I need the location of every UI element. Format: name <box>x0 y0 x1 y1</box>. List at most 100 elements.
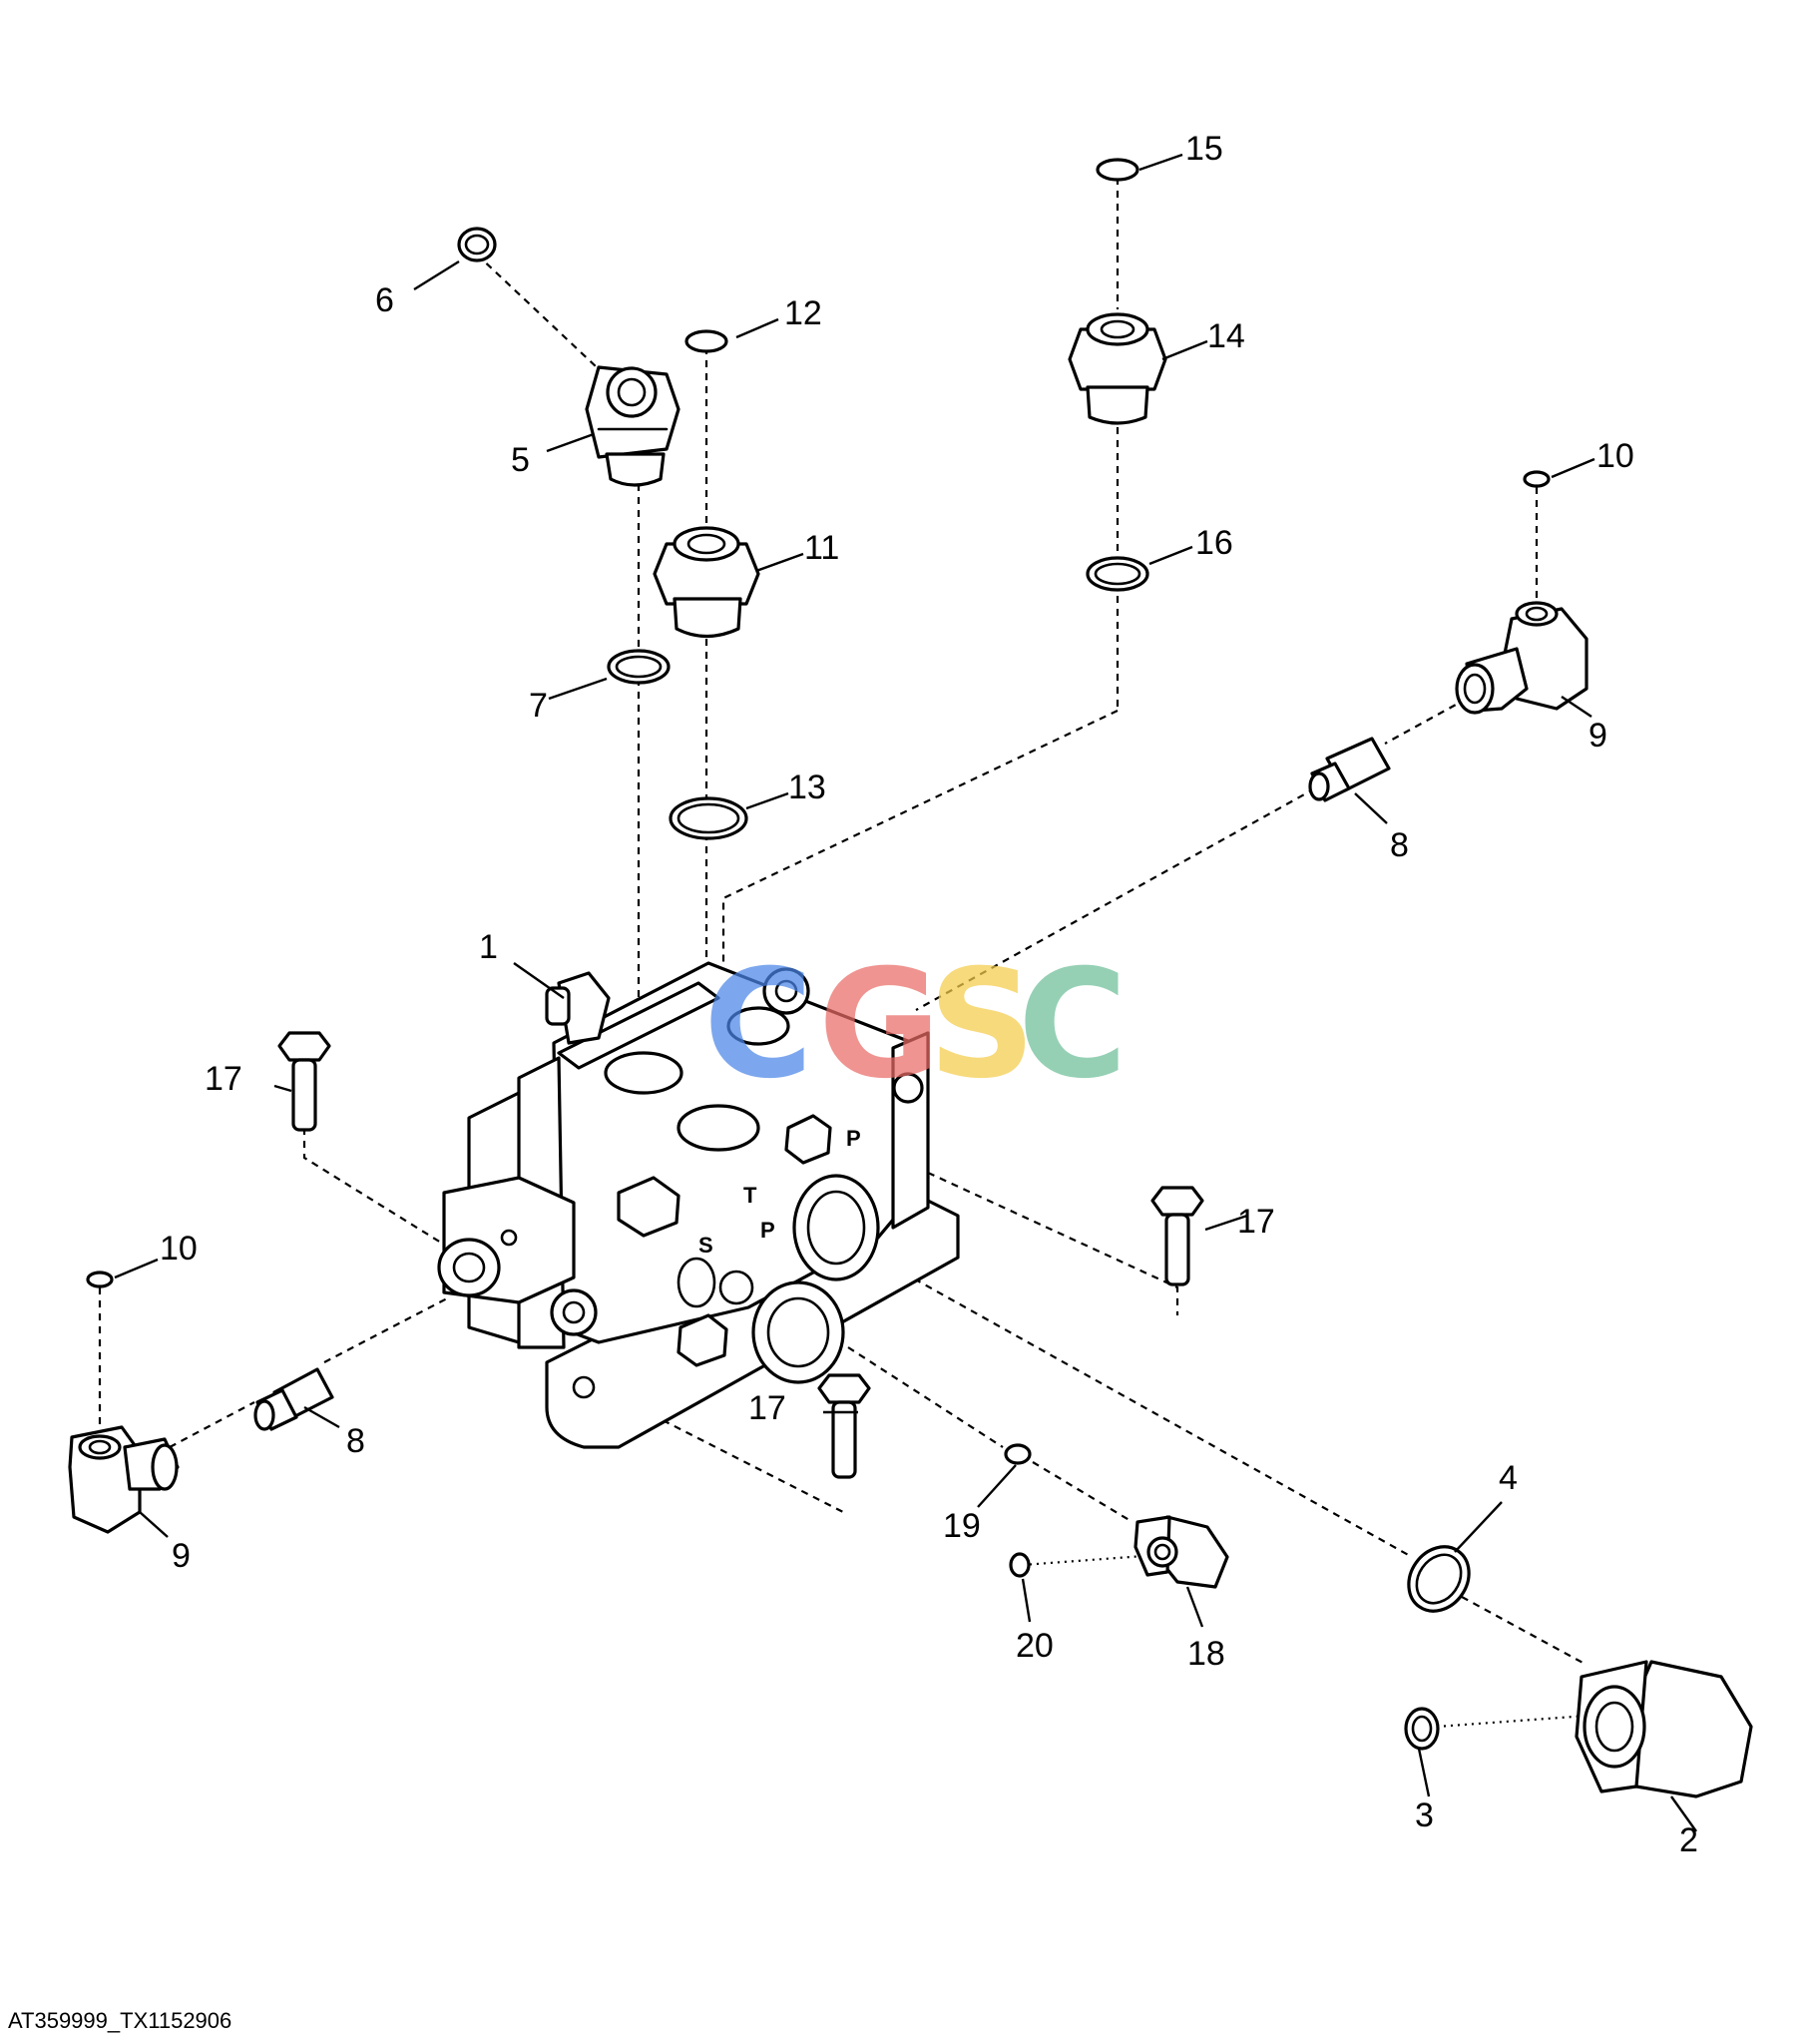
part-3-seal-inner <box>1411 1715 1433 1743</box>
callout-8-left: 8 <box>346 1422 365 1460</box>
callout-20: 20 <box>1016 1627 1054 1665</box>
callout-9-left: 9 <box>172 1537 191 1575</box>
part-9-elbow-right <box>1455 601 1588 715</box>
port-mark-t: T <box>743 1183 757 1208</box>
callout-2: 2 <box>1679 1821 1698 1859</box>
assembly-line-17-left <box>302 1128 450 1249</box>
callout-19: 19 <box>943 1507 981 1545</box>
port-top-1 <box>604 1051 683 1095</box>
part-4-oring-inner <box>1415 1553 1463 1605</box>
part-20-seal <box>1009 1552 1031 1578</box>
part-5-fitting <box>585 365 680 487</box>
right-end-plug <box>892 1072 924 1104</box>
part-17-bolt-left <box>277 1031 331 1132</box>
port-s <box>677 1257 716 1308</box>
watermark-letter-4: C <box>1018 938 1128 1112</box>
large-port-lower <box>751 1280 845 1384</box>
assembly-line-9-8-right <box>1384 698 1468 745</box>
callout-12: 12 <box>784 294 822 332</box>
watermark-letter-3: S <box>928 938 1036 1112</box>
part-2-fitting <box>1575 1660 1753 1798</box>
callout-9-right: 9 <box>1588 717 1607 755</box>
callout-16: 16 <box>1195 524 1233 562</box>
assembly-line-17-right <box>927 1172 1179 1315</box>
port-fitting-top <box>762 967 810 1015</box>
hex-plug-side <box>784 1114 832 1165</box>
assembly-line-body-19 <box>847 1346 1004 1448</box>
relief-valve-cartridge <box>557 971 611 1045</box>
part-15-seal <box>1096 158 1139 182</box>
large-port-lower-inner <box>766 1296 830 1368</box>
callout-10-right: 10 <box>1596 437 1634 475</box>
part-17-bolt-bottom <box>817 1373 871 1479</box>
callout-10-left: 10 <box>160 1230 198 1268</box>
callout-14: 14 <box>1207 317 1245 355</box>
part-6-seal-inner <box>464 234 490 256</box>
part-7-oring-inner <box>615 655 663 679</box>
assembly-line-8-body-right <box>915 787 1316 1011</box>
assembly-line-14-body <box>721 710 1119 1018</box>
part-8-adapter-left <box>253 1367 334 1431</box>
callout-15: 15 <box>1185 130 1223 168</box>
part-9-elbow-left <box>68 1425 180 1534</box>
part-6-seal <box>457 227 497 262</box>
part-12-seal <box>684 329 728 353</box>
assembly-line-6-5 <box>476 254 598 368</box>
callout-5: 5 <box>511 441 530 479</box>
callout-17-right: 17 <box>1237 1203 1275 1241</box>
callout-18: 18 <box>1187 1635 1225 1673</box>
part-10-washer-left <box>86 1271 114 1288</box>
callout-13: 13 <box>788 768 826 806</box>
top-face <box>557 981 720 1070</box>
left-port-bore <box>452 1252 486 1283</box>
port-fitting-top-bore <box>774 979 798 1003</box>
callout-7: 7 <box>529 687 548 725</box>
part-18-fitting <box>1134 1515 1229 1589</box>
port-top-3 <box>726 1006 790 1046</box>
part-19-seal <box>1004 1443 1032 1465</box>
left-port-screw <box>500 1229 518 1247</box>
part-17-bolt-right <box>1150 1186 1204 1286</box>
part-4-oring <box>1407 1545 1471 1613</box>
part-3-seal <box>1404 1707 1440 1751</box>
callout-17-left: 17 <box>205 1060 242 1098</box>
cgsc-watermark: C G S C <box>703 938 1128 1112</box>
part-8-adapter-right <box>1308 737 1391 802</box>
figure-id-label: AT359999_TX1152906 <box>8 2008 232 2033</box>
part-14-fitting <box>1068 312 1167 425</box>
mounting-hole <box>572 1375 596 1399</box>
hex-plug-front <box>617 1176 680 1238</box>
callout-3: 3 <box>1415 1796 1434 1834</box>
callout-1: 1 <box>479 928 498 966</box>
callout-11: 11 <box>804 529 839 567</box>
left-port <box>437 1238 501 1297</box>
assembly-line-8-body-left <box>323 1296 450 1363</box>
part-11-fitting <box>653 526 760 639</box>
port-top-2 <box>677 1104 760 1152</box>
callout-numbers: 1 2 3 4 5 6 7 8 8 9 9 10 10 11 12 13 14 … <box>160 130 1698 1859</box>
assembly-line-20-18 <box>1022 1553 1158 1567</box>
callout-6: 6 <box>375 281 394 319</box>
plug-lower-left-bore <box>562 1300 586 1324</box>
callout-4: 4 <box>1499 1459 1518 1497</box>
assembly-line-19-18 <box>1032 1461 1134 1523</box>
assembly-line-body-4 <box>902 1272 1413 1558</box>
plug-lower-left <box>550 1288 598 1336</box>
part-16-oring-inner <box>1094 562 1141 586</box>
watermark-letter-2: G <box>818 938 941 1112</box>
callout-8-right: 8 <box>1390 826 1409 864</box>
assembly-line-9-8-left <box>169 1401 255 1448</box>
port-mark-s: S <box>698 1233 713 1258</box>
assembly-line-4-2 <box>1461 1596 1587 1666</box>
callout-17-bottom: 17 <box>748 1389 786 1427</box>
valve-body: P T S P <box>437 961 960 1449</box>
part-10-washer-right <box>1523 470 1551 488</box>
small-port-front <box>718 1270 754 1305</box>
large-port-upper-inner <box>806 1190 866 1266</box>
port-mark-p-top: P <box>846 1126 861 1151</box>
watermark-letter-1: C <box>703 938 813 1112</box>
part-13-oring-inner <box>677 802 740 834</box>
port-mark-p-front: P <box>760 1218 775 1243</box>
